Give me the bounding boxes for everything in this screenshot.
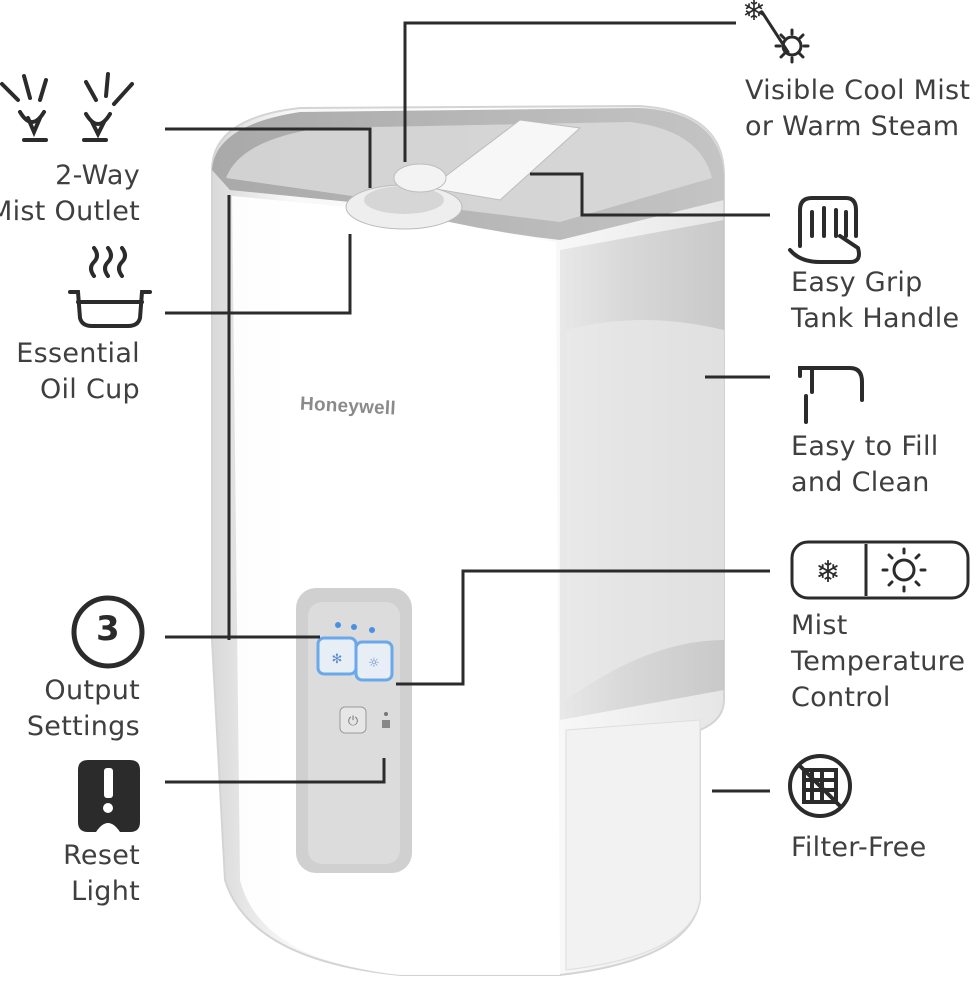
label-fill-clean: Easy to Fill and Clean [791, 429, 939, 501]
svg-text:✻: ✻ [332, 652, 343, 667]
fill-clean-line2: and Clean [791, 467, 930, 498]
label-oil-cup: Essential Oil Cup [16, 336, 140, 408]
label-mist-outlet: 2-Way Mist Outlet [0, 158, 140, 230]
label-filter-free: Filter-Free [791, 830, 926, 866]
label-tank-handle: Easy Grip Tank Handle [791, 265, 959, 337]
output-settings-line1: Output [44, 675, 140, 706]
label-output-settings: Output Settings [27, 673, 140, 745]
svg-text:⏻: ⏻ [348, 714, 358, 729]
reset-light-line2: Light [71, 876, 140, 907]
svg-text:❄: ❄ [815, 555, 840, 590]
tank-handle-line2: Tank Handle [791, 303, 960, 334]
snowflake-sun-toggle-icon: ❄ [790, 540, 970, 600]
reset-light-line1: Reset [63, 840, 140, 871]
temp-control-line1: Mist [791, 610, 848, 641]
svg-text:☼: ☼ [368, 656, 380, 671]
mist-outlet-line1: 2-Way [55, 160, 140, 191]
oil-cup-line1: Essential [16, 338, 140, 369]
snowflake-sun-icon: ❄ [742, 0, 810, 64]
temp-control-line2: Temperature [791, 646, 966, 677]
number-badge-icon [71, 595, 145, 669]
temp-control-line3: Control [791, 682, 891, 713]
faucet-icon [798, 366, 864, 424]
label-cool-warm: Visible Cool Mist or Warm Steam [745, 73, 970, 145]
cool-warm-line1: Visible Cool Mist [745, 75, 971, 106]
hand-grip-icon [788, 196, 861, 264]
output-settings-line2: Settings [26, 711, 140, 742]
output-settings-badge: 3 [96, 609, 120, 649]
label-temp-control: Mist Temperature Control [791, 608, 965, 716]
tank-handle-line1: Easy Grip [791, 267, 923, 298]
oil-cup-line2: Oil Cup [39, 374, 140, 405]
filter-free-line1: Filter-Free [791, 832, 927, 863]
no-filter-icon [788, 754, 852, 818]
svg-text:❄: ❄ [742, 0, 765, 27]
alert-light-icon [78, 760, 140, 832]
mist-spray-icon [0, 72, 134, 142]
fill-clean-line1: Easy to Fill [791, 431, 939, 462]
label-reset-light: Reset Light [63, 838, 140, 910]
oil-cup-icon [68, 246, 152, 328]
callout-lines [165, 21, 770, 793]
cool-warm-line2: or Warm Steam [745, 111, 960, 142]
humidifier-body: ✻ ☼ ⏻ [211, 104, 725, 976]
mist-outlet-line2: Mist Outlet [0, 196, 140, 227]
